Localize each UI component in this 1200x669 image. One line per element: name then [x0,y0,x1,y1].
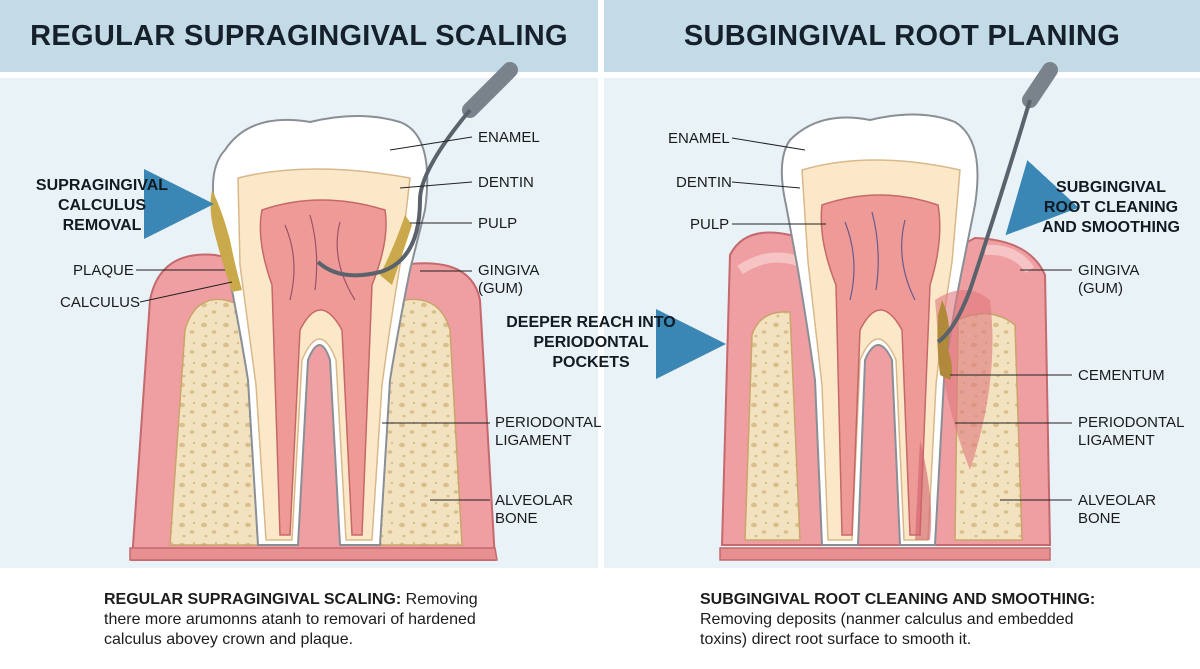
right-callout: SUBGINGIVAL ROOT CLEANING AND SMOOTHING [1042,179,1180,236]
right-label-cementum: CEMENTUM [1078,367,1165,384]
left-scaler-instrument [316,62,518,278]
right-label-dentin: DENTIN [676,174,732,191]
left-label-pulp: PULP [478,215,518,232]
center-callout: DEEPER REACH INTO PERIODONTAL POCKETS [506,314,676,371]
right-label-alveolar-bone: ALVEOLAR BONE [1078,492,1157,527]
left-label-periodontal-ligament: PERIODONTAL LIGAMENT [495,414,602,449]
left-label-gingiva: GINGIVA (GUM) [478,262,540,297]
left-label-enamel: ENAMEL [478,129,540,146]
left-title: REGULAR SUPRAGINGIVAL SCALING [30,19,568,52]
left-caption: REGULAR SUPRAGINGIVAL SCALING: Removing … [104,590,584,650]
right-caption-text: Removing deposits (nanmer calculus and e… [700,611,1074,648]
right-label-periodontal-ligament: PERIODONTAL LIGAMENT [1078,414,1185,449]
left-pulp [259,199,387,536]
right-label-gingiva: GINGIVA (GUM) [1078,262,1140,297]
right-caption: SUBGINGIVAL ROOT CLEANING AND SMOOTHING:… [700,590,1180,650]
right-callout-arrow [1005,160,1079,236]
left-caption-text: Removing there more arumonns atanh to re… [104,591,478,648]
left-label-calculus: CALCULUS [60,294,141,311]
right-pulp [820,194,941,536]
right-caption-heading: SUBGINGIVAL ROOT CLEANING AND SMOOTHING: [700,591,1096,608]
left-label-dentin: DENTIN [478,174,534,191]
left-label-alveolar-bone: ALVEOLAR BONE [495,492,574,527]
right-header: SUBGINGIVAL ROOT PLANING [604,0,1200,72]
right-label-pulp: PULP [690,216,730,233]
left-calculus-deposit [210,190,242,292]
left-caption-heading: REGULAR SUPRAGINGIVAL SCALING: [104,591,402,608]
right-curette-instrument [936,62,1058,344]
leader-lines [136,136,1072,501]
right-tooth-group [719,113,1052,561]
left-label-plaque: PLAQUE [73,262,134,279]
right-title: SUBGINGIVAL ROOT PLANING [683,19,1121,52]
right-calculus-deposit [937,300,953,380]
left-header: REGULAR SUPRAGINGIVAL SCALING [0,0,598,72]
left-tooth-group [129,115,498,561]
left-callout: SUPRAGINGIVAL CALCULUS REMOVAL [35,177,169,234]
panel-divider [598,0,604,669]
right-label-enamel: ENAMEL [668,130,730,147]
